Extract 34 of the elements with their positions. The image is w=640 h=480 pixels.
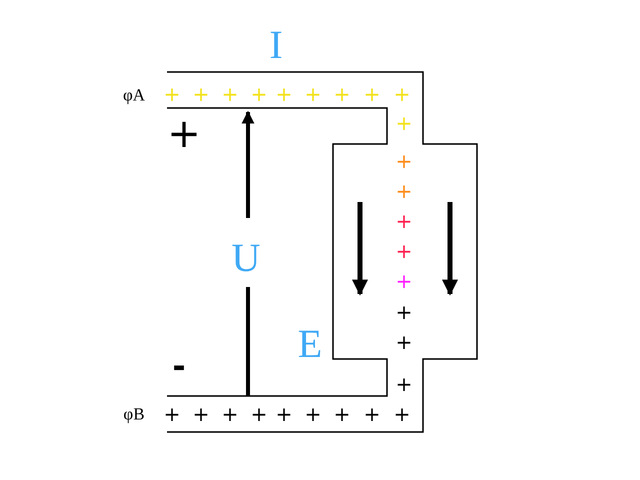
charge-sign: + <box>396 181 412 201</box>
charge-sign: + <box>396 211 412 231</box>
potential-label: φA <box>122 86 146 104</box>
charge-sign: + <box>250 84 268 104</box>
charge-sign: + <box>304 84 322 104</box>
charge-sign: + <box>276 84 292 104</box>
charge-sign: + <box>364 84 380 104</box>
charge-sign: + <box>396 302 412 322</box>
polarity-sign: + <box>167 114 201 154</box>
charge-sign: + <box>276 404 292 424</box>
current-label: I <box>269 25 283 65</box>
charge-sign: + <box>396 113 412 133</box>
charge-sign: + <box>394 404 410 424</box>
charge-sign: + <box>222 84 238 104</box>
charge-sign: + <box>304 404 322 424</box>
charge-sign: + <box>334 84 350 104</box>
charge-sign: + <box>396 332 412 352</box>
charge-sign: + <box>164 84 180 104</box>
charge-sign: + <box>192 84 210 104</box>
polarity-sign: - <box>172 350 186 382</box>
charge-sign: + <box>396 374 412 394</box>
charge-sign: + <box>396 241 412 261</box>
charge-sign: + <box>396 151 412 171</box>
charge-sign: + <box>222 404 238 424</box>
charge-sign: + <box>364 404 380 424</box>
charge-sign: + <box>334 404 350 424</box>
charge-sign: + <box>250 404 268 424</box>
charge-sign: + <box>192 404 210 424</box>
charge-sign: + <box>396 271 412 291</box>
field-label: E <box>298 324 322 364</box>
charge-sign: + <box>394 84 410 104</box>
potential-label: φB <box>123 406 145 422</box>
charge-sign: + <box>164 404 180 424</box>
voltage-label: U <box>232 238 260 278</box>
